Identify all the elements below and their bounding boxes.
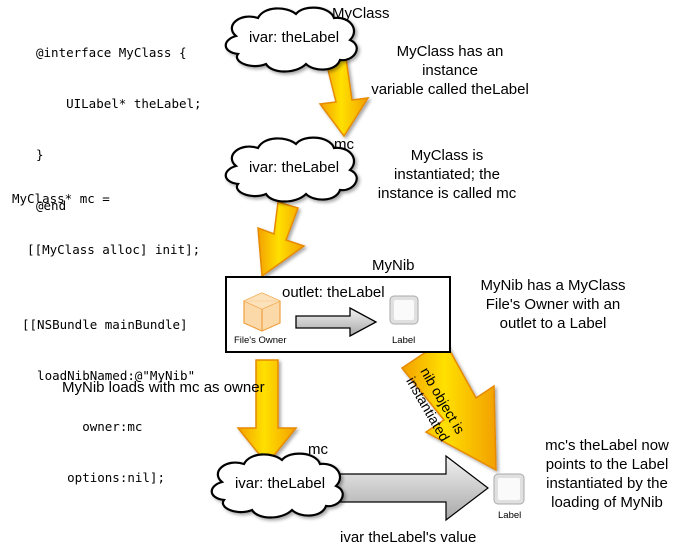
code-line: owner:mc — [22, 419, 143, 434]
label-icon-bottom — [493, 473, 525, 505]
code-interface: @interface MyClass { UILabel* theLabel; … — [36, 10, 202, 231]
final-note: mc's theLabel now points to the Label in… — [532, 436, 682, 512]
note-line: points to the Label — [545, 456, 669, 473]
note-line: variable called theLabel — [371, 81, 529, 98]
code-line: MyClass* mc = — [12, 191, 110, 206]
label-icon-nib — [389, 295, 419, 325]
cloud-bottom-text: ivar: theLabel — [234, 475, 326, 492]
note-line: instantiated; the — [394, 166, 500, 183]
arrow-nib-to-mc — [236, 359, 298, 466]
code-instantiate: MyClass* mc = [[MyClass alloc] init]; — [12, 156, 200, 275]
myclass-title: MyClass — [332, 5, 390, 22]
files-owner-cube-icon — [243, 292, 281, 332]
myclass-note: MyClass has an instance variable called … — [370, 42, 530, 99]
code-line: [[MyClass alloc] init]; — [12, 242, 201, 257]
note-line: MyClass is — [410, 147, 484, 164]
cloud-bottom — [210, 452, 344, 519]
code-line: options:nil]; — [22, 470, 165, 485]
cloud-top — [224, 6, 358, 73]
label-caption-bottom: Label — [498, 510, 522, 521]
mc-title-bottom: mc — [308, 441, 328, 458]
code-line: @interface MyClass { — [36, 45, 187, 60]
code-line: UILabel* theLabel; — [36, 96, 202, 111]
code-load-nib: [[NSBundle mainBundle] loadNibNamed:@"My… — [22, 282, 195, 503]
mc-title-mid: mc — [334, 136, 354, 153]
nib-loads-label: MyNib loads with mc as owner — [62, 379, 265, 396]
cloud-mid — [224, 136, 358, 203]
note-line: instantiated by the — [546, 475, 668, 492]
value-arrow — [325, 454, 489, 522]
outlet-arrow — [295, 306, 378, 338]
outlet-label: outlet: theLabel — [282, 284, 385, 301]
code-line: loadNibNamed:@"MyNib" — [22, 368, 196, 383]
ivar-value-label: ivar theLabel's value — [340, 529, 477, 546]
code-line: [[NSBundle mainBundle] — [22, 317, 188, 332]
arrow-myclass-to-mc — [318, 57, 370, 138]
cloud-mid-text: ivar: theLabel — [248, 159, 340, 176]
code-line: } — [36, 147, 44, 162]
label-caption-nib: Label — [392, 335, 416, 346]
note-line: MyNib has a MyClass — [480, 277, 626, 294]
arrow-mc-to-nib — [257, 201, 306, 278]
note-line: mc's theLabel now — [545, 437, 669, 454]
instantiated-note: MyClass is instantiated; the instance is… — [372, 146, 522, 203]
note-line: instance is called mc — [377, 185, 517, 202]
mynib-note: MyNib has a MyClass File's Owner with an… — [468, 276, 638, 333]
note-line: File's Owner with an — [485, 296, 621, 313]
note-line: MyClass has an instance — [396, 43, 504, 79]
cloud-top-text: ivar: theLabel — [248, 29, 340, 46]
code-line: @end — [36, 198, 67, 213]
note-line: loading of MyNib — [551, 494, 663, 511]
files-owner-label: File's Owner — [234, 335, 287, 346]
note-line: outlet to a Label — [499, 315, 607, 332]
mynib-title: MyNib — [372, 257, 415, 274]
